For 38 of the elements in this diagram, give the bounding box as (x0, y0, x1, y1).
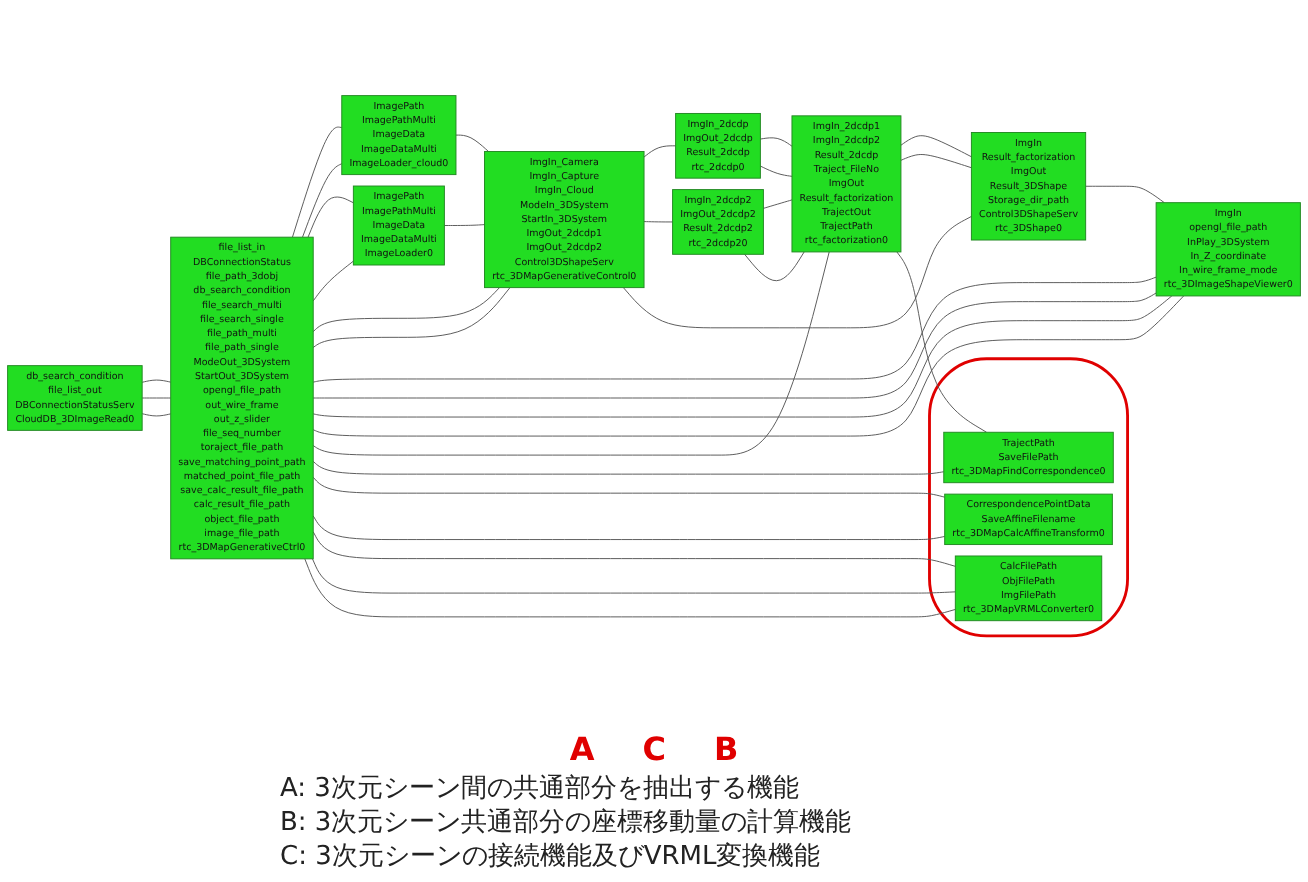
connector (455, 133, 489, 152)
connector (744, 250, 805, 281)
connector (643, 220, 674, 222)
connector (141, 396, 172, 398)
connector (141, 378, 172, 382)
callout-letter: A (569, 730, 595, 768)
connector (312, 557, 956, 593)
connector (759, 136, 793, 146)
connector (307, 195, 354, 237)
callout-letter: B (713, 730, 739, 768)
connector (1085, 185, 1165, 203)
callout-letter: C (642, 730, 666, 768)
connector (302, 162, 343, 237)
connector (900, 153, 972, 168)
connector (312, 275, 1157, 382)
connector (312, 259, 354, 301)
connector (312, 476, 946, 497)
connector (896, 250, 987, 432)
connector (759, 164, 793, 177)
connector (312, 460, 945, 474)
connector (312, 514, 946, 540)
connector (312, 286, 511, 348)
connector (141, 412, 172, 416)
connector (304, 557, 956, 617)
connector (622, 215, 972, 328)
cluster (928, 356, 1129, 637)
connector (762, 198, 793, 209)
connector (312, 530, 956, 567)
connector (900, 134, 972, 157)
connector (443, 223, 485, 226)
description-text: B: 3次元シーン共通部分の座標移動量の計算機能 (280, 806, 854, 840)
description-text: A: 3次元シーン間の共通部分を抽出する機能 (280, 772, 801, 806)
connector (292, 125, 343, 237)
connector (643, 144, 677, 157)
connector (312, 250, 830, 455)
connector (312, 291, 1157, 398)
description-text: C: 3次元シーンの接続機能及びVRML変換機能 (280, 840, 823, 874)
connector (312, 286, 500, 332)
